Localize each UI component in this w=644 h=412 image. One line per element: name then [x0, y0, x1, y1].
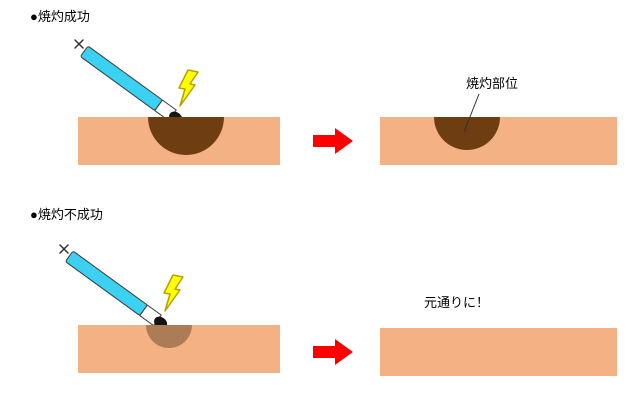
success-section-title: ●焼灼成功	[30, 9, 90, 24]
spark-icon	[59, 244, 69, 254]
shallow-burn-site	[146, 325, 192, 348]
lightning-icon	[178, 69, 199, 107]
lightning-icon	[163, 274, 184, 312]
spark-icon	[74, 39, 84, 49]
failure-section-title: ●焼灼不成功	[30, 207, 103, 222]
cautery-pen-icon	[80, 46, 183, 124]
cautery-scene-success	[74, 39, 199, 124]
label-connector-line	[463, 94, 480, 133]
cautery-pen-icon	[65, 251, 168, 329]
restored-label: 元通りに！	[424, 295, 490, 310]
skin-tissue-failure-after	[380, 328, 617, 376]
site-label: 焼灼部位	[466, 76, 519, 91]
right-arrow-icon	[313, 128, 353, 154]
right-arrow-icon	[313, 339, 353, 365]
